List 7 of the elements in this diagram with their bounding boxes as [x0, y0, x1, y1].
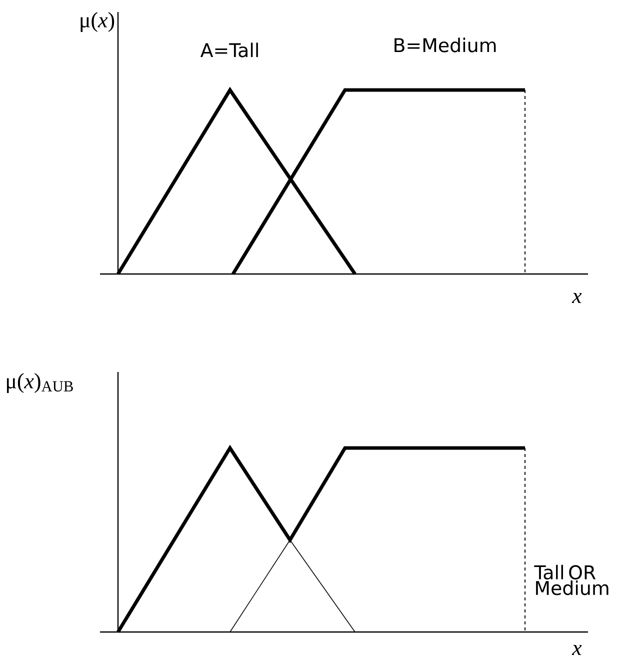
axis-label: x: [572, 292, 582, 304]
axis-label: x: [572, 644, 582, 656]
axis-label: μ(x): [80, 12, 114, 32]
curve-label: A=Tall: [200, 42, 258, 58]
curve-label: B=Medium: [394, 38, 496, 52]
axis-label: μ(x)$_{AUB}$: [6, 373, 73, 393]
curve-label: Tall OR Medium: [534, 564, 608, 596]
